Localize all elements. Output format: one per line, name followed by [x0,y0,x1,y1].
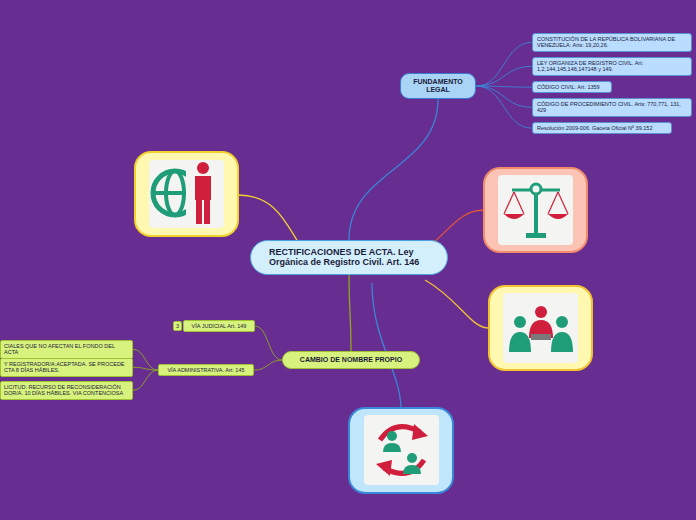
branch-line [476,86,532,107]
branch-line [133,370,158,390]
cycle-icon [349,408,453,493]
node-text: VÍA ADMINISTRATIVA. Art: 145 [162,367,250,373]
branch-line [133,349,158,370]
route-item: VÍA JUDICIAL Art. 149 [183,320,255,332]
node-text: VÍA JUDICIAL Art. 149 [187,323,251,329]
legal-item: CONSTITUCIÓN DE LA REPÚBLICA BOLIVARIANA… [532,33,692,52]
node-text: CÓDIGO DE PROCEDIMIENTO CIVIL. Arts: 770… [537,101,687,114]
globe-icon [135,152,238,236]
branch-line [255,326,282,360]
central-topic: RECTIFICACIONES DE ACTA. Ley Orgánica de… [250,240,448,275]
node-text: LICITUD: RECURSO DE RECONSIDERACIÓN DOR/… [4,384,129,397]
scale-icon [484,168,587,252]
branch-line [349,275,351,351]
meeting-icon [489,286,592,370]
branch-line [476,66,532,86]
node-text: FUNDAMENTO LEGAL [404,78,472,94]
branch-topic: FUNDAMENTO LEGAL [400,73,476,99]
legal-item: LEY ORGANIZA DE REGISTRO CIVIL. Art: 1,2… [532,57,692,76]
legal-item: CÓDIGO CIVIL: Art: 1359 [532,81,612,93]
branch-line [476,42,532,86]
node-text: LEY ORGANIZA DE REGISTRO CIVIL. Art: 1,2… [537,60,687,73]
node-text: CONSTITUCIÓN DE LA REPÚBLICA BOLIVARIANA… [537,36,687,49]
branch-line [254,360,282,370]
node-text: RECTIFICACIONES DE ACTA. Ley Orgánica de… [269,247,437,268]
count-badge: 3 [173,321,182,331]
node-text: Y REGISTRADOR/A:ACEPTADA. SE PROCEDE CTA… [4,361,129,374]
branch-topic: CAMBIO DE NOMBRE PROPIO [282,351,420,369]
legal-item: CÓDIGO DE PROCEDIMIENTO CIVIL. Arts: 770… [532,98,692,117]
route-item: VÍA ADMINISTRATIVA. Art: 145 [158,364,254,376]
branch-line [133,367,158,370]
branch-line [349,99,438,240]
branch-line [476,86,532,128]
node-text: Resolución 2009-006. Gaceta Oficial Nº 3… [537,125,667,131]
node-text: CÓDIGO CIVIL: Art: 1359 [537,84,607,90]
node-text: CIALES QUE NO AFECTAN EL FONDO DEL ACTA [4,343,129,356]
detail-item: LICITUD: RECURSO DE RECONSIDERACIÓN DOR/… [0,381,133,400]
icon-branches [238,195,489,408]
detail-item: CIALES QUE NO AFECTAN EL FONDO DEL ACTA [0,340,133,359]
legal-item: Resolución 2009-006. Gaceta Oficial Nº 3… [532,122,672,134]
node-text: CAMBIO DE NOMBRE PROPIO [286,356,416,364]
detail-item: Y REGISTRADOR/A:ACEPTADA. SE PROCEDE CTA… [0,358,133,377]
